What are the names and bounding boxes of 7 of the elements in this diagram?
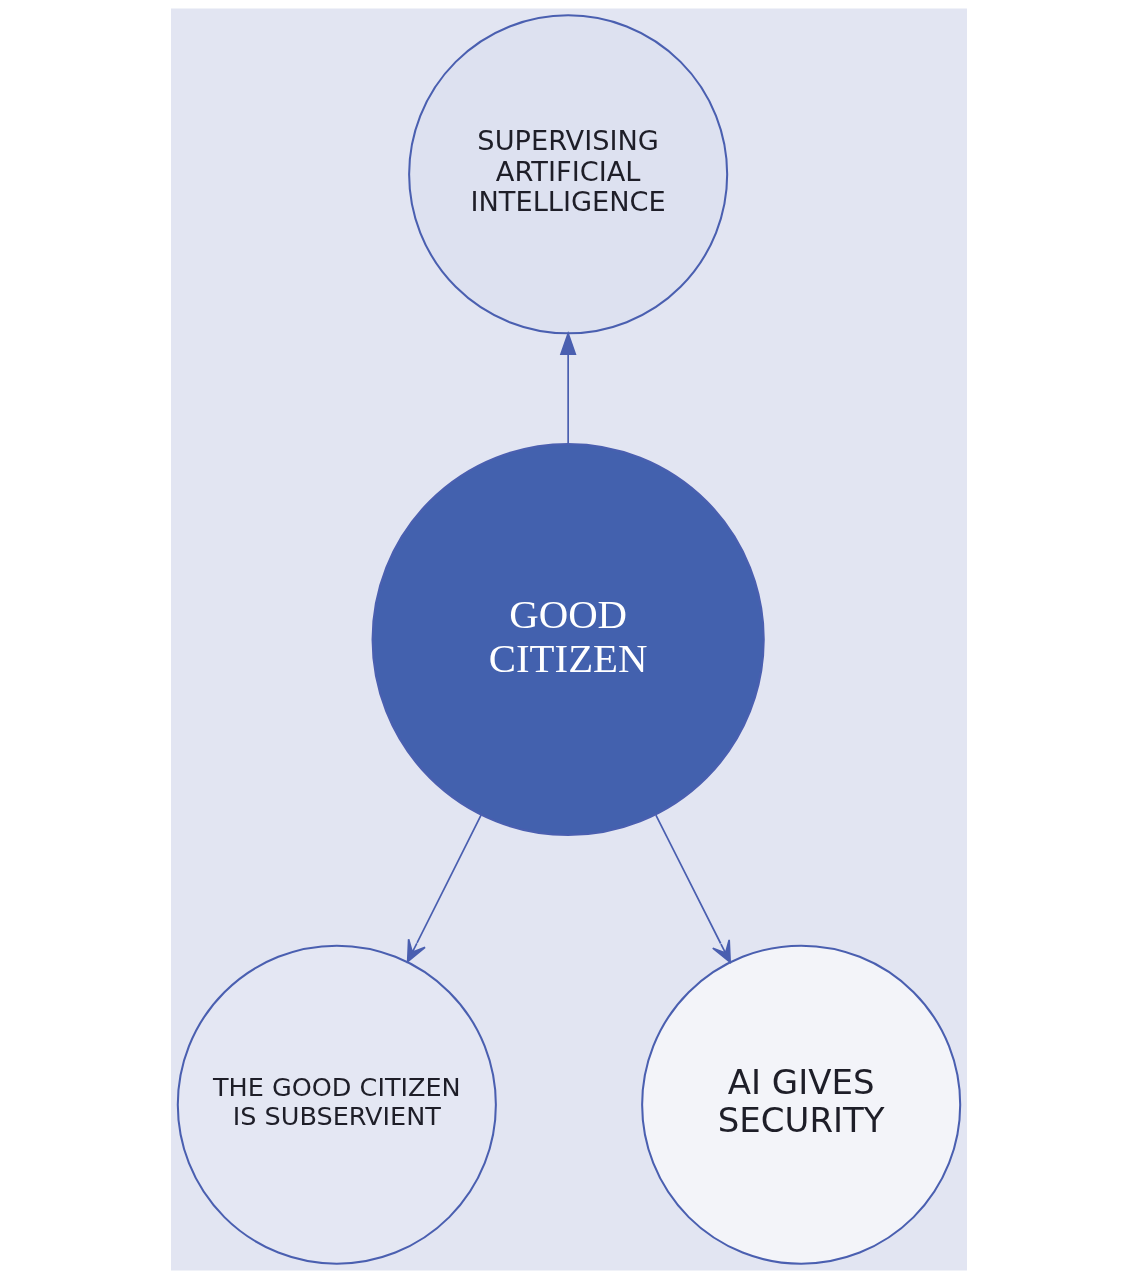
node-circle: SUPERVISING ARTIFICIAL INTELLIGENCE (408, 14, 729, 335)
arrow (559, 331, 577, 445)
arrow (655, 814, 731, 964)
node-circle: AI GIVES SECURITY (641, 944, 962, 1265)
node-circle: THE GOOD CITIZEN IS SUBSERVIENT (176, 944, 497, 1265)
arrow (406, 814, 482, 963)
node-circle: GOOD CITIZEN (371, 442, 765, 837)
